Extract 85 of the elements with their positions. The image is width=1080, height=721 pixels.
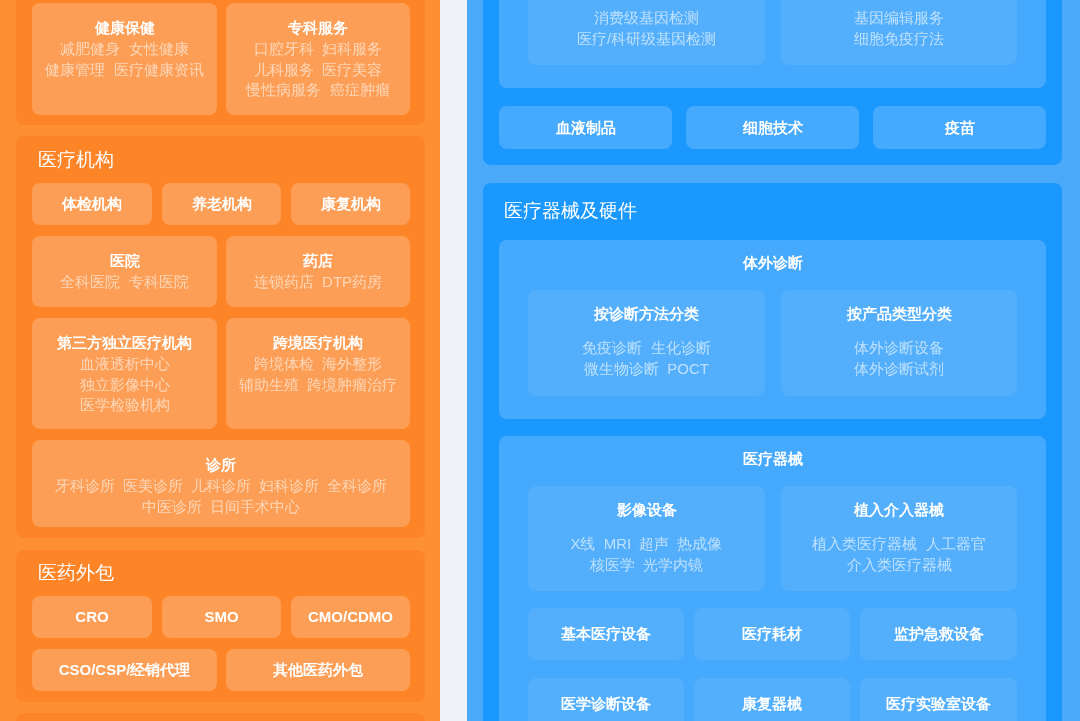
category-items: 消费级基因检测 bbox=[594, 8, 699, 28]
category-name: 医疗耗材 bbox=[742, 624, 802, 644]
category-tile bbox=[32, 183, 152, 225]
category-items: X线 MRI 超声 热成像 bbox=[570, 534, 723, 554]
category-items: 医疗/科研级基因检测 bbox=[576, 28, 717, 49]
category-tile bbox=[162, 596, 281, 638]
category-items: 微生物诊断 POCT bbox=[584, 358, 709, 379]
category-items: 细胞免疫疗法 bbox=[854, 28, 944, 49]
subcategory-panel bbox=[499, 240, 1046, 419]
category-items: 口腔牙科 妇科服务 bbox=[253, 39, 383, 59]
category-items: 跨境体检 海外整形 bbox=[253, 354, 383, 374]
category-items: 减肥健身 女性健康 bbox=[60, 39, 189, 59]
category-name: SMO bbox=[204, 607, 239, 627]
category-name: CRO bbox=[75, 607, 109, 627]
category-title: 医院 bbox=[109, 251, 140, 271]
category-items: 基因编辑服务 bbox=[854, 8, 944, 28]
category-title: 植入介入器械 bbox=[854, 500, 944, 520]
category-items: 全科医院 专科医院 bbox=[60, 272, 189, 292]
section-title: 医疗机构 bbox=[38, 148, 114, 172]
category-items: 医学检验机构 bbox=[79, 395, 170, 415]
category-name: 医学诊断设备 bbox=[561, 694, 651, 714]
category-card bbox=[32, 236, 217, 307]
category-items: 牙科诊所 医美诊所 儿科诊所 妇科诊所 全科诊所 bbox=[54, 476, 388, 496]
category-items: 免疫诊断 生化诊断 bbox=[582, 338, 711, 358]
subcategory-panel bbox=[499, 0, 1046, 88]
category-items: 介入类医疗器械 bbox=[846, 554, 952, 575]
category-items: 独立影像中心 bbox=[79, 374, 170, 395]
category-items: 健康管理 医疗健康资讯 bbox=[45, 59, 204, 80]
category-title: 专科服务 bbox=[288, 18, 348, 38]
category-items: 儿科服务 医疗美容 bbox=[253, 59, 383, 80]
category-name: 康复机构 bbox=[320, 194, 381, 214]
category-card bbox=[32, 3, 217, 115]
category-name: 养老机构 bbox=[191, 194, 252, 214]
category-card bbox=[226, 318, 410, 429]
category-items: 血液透析中心 bbox=[79, 354, 170, 374]
category-title: 健康保健 bbox=[94, 18, 155, 38]
category-panel bbox=[16, 550, 425, 702]
category-tile bbox=[291, 183, 410, 225]
category-title: 第三方独立医疗机构 bbox=[57, 333, 192, 353]
category-name: 血液制品 bbox=[555, 118, 616, 138]
category-panel bbox=[483, 183, 1062, 721]
category-panel bbox=[16, 136, 425, 538]
category-name: 其他医药外包 bbox=[273, 660, 363, 680]
category-title: 影像设备 bbox=[616, 500, 677, 520]
category-name: 康复器械 bbox=[742, 694, 802, 714]
category-tile bbox=[873, 106, 1046, 149]
category-items: 连锁药店 DTP药房 bbox=[253, 272, 383, 292]
category-title: 按诊断方法分类 bbox=[594, 304, 699, 324]
category-name: 疫苗 bbox=[944, 118, 975, 138]
category-name: CMO/CDMO bbox=[308, 607, 393, 627]
category-card bbox=[32, 318, 217, 429]
category-items: 慢性病服务 癌症肿瘤 bbox=[246, 80, 390, 100]
section-title: 医疗器械及硬件 bbox=[504, 199, 637, 223]
category-tile bbox=[32, 596, 152, 638]
category-card bbox=[226, 236, 410, 307]
category-title: 诊所 bbox=[206, 455, 236, 475]
category-name: 监护急救设备 bbox=[893, 624, 984, 644]
category-title: 药店 bbox=[303, 251, 333, 271]
section-title: 医药外包 bbox=[38, 561, 114, 585]
category-items: 体外诊断设备 bbox=[854, 338, 944, 358]
category-tile bbox=[162, 183, 281, 225]
category-panel bbox=[16, 0, 425, 125]
category-name: 医疗实验室设备 bbox=[886, 694, 991, 714]
category-tile bbox=[499, 106, 672, 149]
subsection-title: 医疗器械 bbox=[742, 449, 803, 469]
category-card bbox=[226, 3, 410, 115]
category-items: 体外诊断试剂 bbox=[854, 358, 944, 379]
category-name: 基本医疗设备 bbox=[561, 624, 651, 644]
category-panel bbox=[483, 0, 1062, 165]
category-items: 辅助生殖 跨境肿瘤治疗 bbox=[238, 374, 398, 395]
subcategory-panel bbox=[499, 436, 1046, 721]
category-name: 体检机构 bbox=[62, 194, 122, 214]
subsection-title: 体外诊断 bbox=[742, 253, 803, 273]
category-tile bbox=[291, 596, 410, 638]
category-name: 细胞技术 bbox=[742, 118, 803, 138]
category-tile bbox=[686, 106, 859, 149]
category-tile bbox=[32, 649, 217, 691]
category-title: 跨境医疗机构 bbox=[273, 333, 363, 353]
category-items: 核医学 光学内镜 bbox=[589, 554, 704, 575]
category-title: 按产品类型分类 bbox=[846, 304, 952, 324]
category-tile bbox=[226, 649, 410, 691]
category-items: 中医诊所 日间手术中心 bbox=[141, 496, 301, 517]
category-name: CSO/CSP/经销代理 bbox=[58, 660, 191, 680]
category-card bbox=[32, 440, 410, 527]
category-items: 植入类医疗器械 人工器官 bbox=[812, 534, 986, 554]
